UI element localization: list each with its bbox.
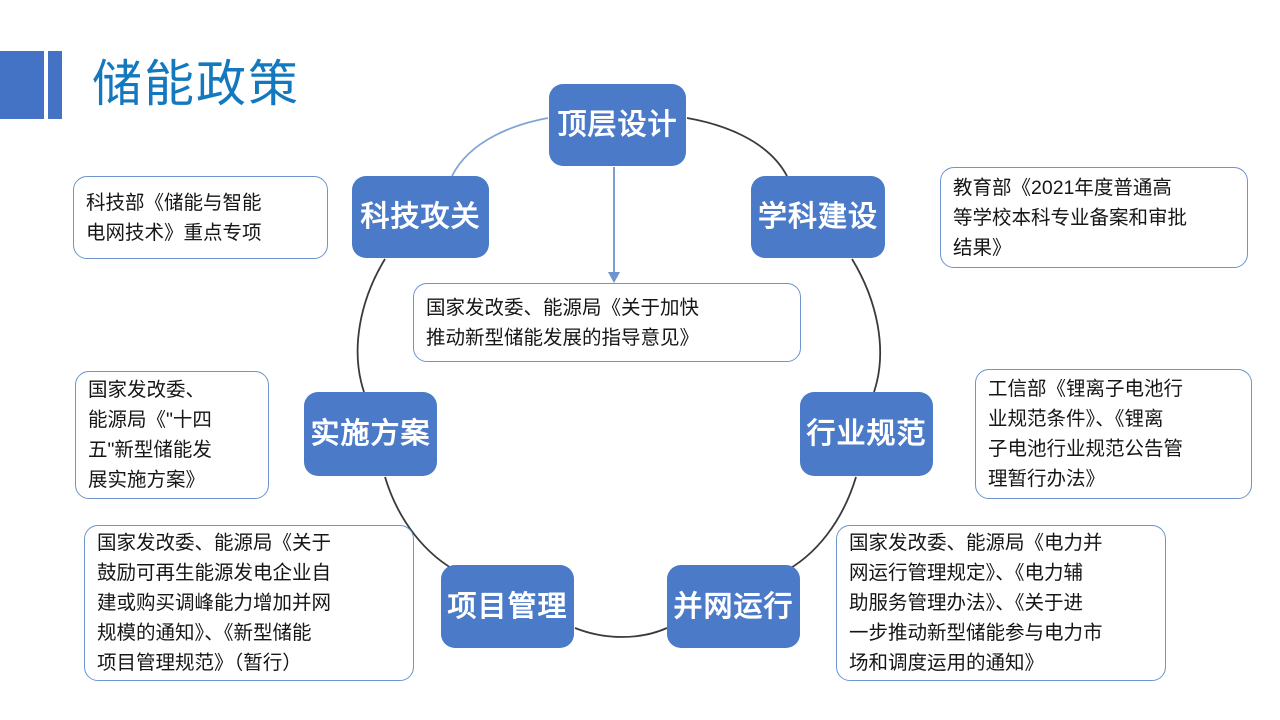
callout-line: 结果》 [953, 236, 1012, 259]
node-project-management-label: 项目管理 [447, 590, 568, 623]
callout-grid-operation[interactable]: 国家发改委、能源局《电力并 网运行管理规定》、《电力辅 助服务管理办法》、《关于… [836, 525, 1166, 681]
callout-line: 场和调度运用的通知》 [849, 652, 1045, 674]
node-implementation-label: 实施方案 [310, 418, 431, 450]
callout-line: 理暂行办法》 [988, 468, 1106, 490]
callout-line: 建或购买调峰能力增加并网 [97, 592, 332, 614]
arrow-top-to-center-head [608, 272, 620, 283]
node-grid-operation-label: 并网运行 [673, 590, 794, 623]
callout-line: 推动新型储能发展的指导意见》 [426, 326, 700, 349]
callout-line: 一步推动新型储能参与电力市 [849, 622, 1103, 644]
node-top-design-label: 顶层设计 [557, 109, 678, 141]
callout-line: 鼓励可再生能源发电企业自 [97, 562, 332, 584]
callout-line: 五"新型储能发 [88, 439, 212, 461]
node-industry-norm-label: 行业规范 [806, 418, 927, 450]
node-project-management[interactable]: 项目管理 [441, 565, 574, 648]
node-discipline[interactable]: 学科建设 [751, 176, 885, 258]
page-title: 储能政策 [92, 56, 300, 112]
callout-line: 科技部《储能与智能 [86, 191, 262, 214]
connector-project-to-grid [574, 627, 668, 638]
connector-discipline-to-industry [851, 258, 881, 393]
node-grid-operation[interactable]: 并网运行 [667, 565, 800, 648]
node-implementation[interactable]: 实施方案 [304, 392, 437, 476]
callout-line: 助服务管理办法》、《关于进 [849, 592, 1084, 614]
connector-tech-to-implementation [356, 258, 386, 393]
callout-line: 展实施方案》 [88, 469, 206, 491]
title-accent-bar-wide [0, 51, 44, 119]
node-tech-research-label: 科技攻关 [360, 201, 481, 233]
callout-line: 项目管理规范》（暂行） [97, 652, 302, 674]
node-industry-norm[interactable]: 行业规范 [800, 392, 933, 476]
callout-top-design[interactable]: 国家发改委、能源局《关于加快 推动新型储能发展的指导意见》 [413, 283, 801, 362]
callout-industry-norm[interactable]: 工信部《锂离子电池行 业规范条件》、《锂离 子电池行业规范公告管 理暂行办法》 [975, 369, 1252, 499]
callout-line: 国家发改委、能源局《关于加快 [426, 296, 700, 319]
callout-line: 网运行管理规定》、《电力辅 [849, 562, 1084, 584]
callout-line: 国家发改委、 [88, 379, 206, 401]
callout-line: 业规范条件》、《锂离 [988, 408, 1164, 430]
node-tech-research[interactable]: 科技攻关 [352, 176, 489, 258]
callout-line: 等学校本科专业备案和审批 [953, 206, 1188, 229]
title-accent-bar-narrow [48, 51, 62, 119]
node-top-design[interactable]: 顶层设计 [549, 84, 686, 166]
callout-line: 能源局《"十四 [88, 409, 212, 431]
connector-top-to-tech [451, 117, 549, 177]
callout-line: 教育部《2021年度普通高 [953, 176, 1172, 199]
node-discipline-label: 学科建设 [757, 201, 878, 233]
callout-line: 国家发改委、能源局《电力并 [849, 532, 1103, 554]
callout-line: 电网技术》重点专项 [86, 221, 262, 244]
callout-line: 子电池行业规范公告管 [988, 438, 1184, 460]
callout-line: 工信部《锂离子电池行 [988, 378, 1184, 400]
callout-line: 规模的通知》、《新型储能 [97, 622, 312, 644]
callout-line: 国家发改委、能源局《关于 [97, 532, 332, 554]
callout-project-management[interactable]: 国家发改委、能源局《关于 鼓励可再生能源发电企业自 建或购买调峰能力增加并网 规… [84, 525, 414, 681]
connector-top-to-discipline [686, 117, 788, 177]
callout-implementation[interactable]: 国家发改委、 能源局《"十四 五"新型储能发 展实施方案》 [75, 371, 269, 499]
callout-discipline[interactable]: 教育部《2021年度普通高 等学校本科专业备案和审批 结果》 [940, 167, 1248, 268]
callout-tech-research[interactable]: 科技部《储能与智能 电网技术》重点专项 [73, 176, 328, 259]
